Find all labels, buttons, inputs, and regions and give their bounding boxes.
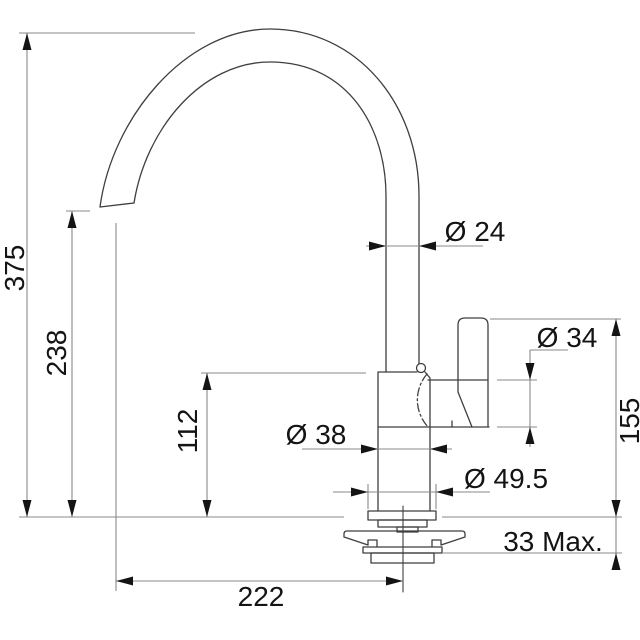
arrow-222-left bbox=[116, 576, 133, 586]
base-plate bbox=[367, 510, 437, 521]
spout-inner-curve bbox=[133, 61, 387, 373]
arrowheads bbox=[22, 33, 621, 586]
riser-joint-lug bbox=[415, 362, 427, 374]
label-handle-diameter: Ø 34 bbox=[537, 322, 598, 353]
mounting-washer bbox=[343, 530, 466, 548]
arrow-238-top bbox=[67, 211, 77, 228]
label-outlet-height: 238 bbox=[41, 330, 72, 377]
reference-lines bbox=[19, 32, 622, 591]
arrow-d49-right bbox=[436, 487, 453, 497]
base-spacer bbox=[396, 526, 419, 533]
handle-lever-line bbox=[451, 391, 473, 428]
arrow-d34-bottom bbox=[525, 427, 535, 444]
label-overall-height: 375 bbox=[0, 245, 30, 292]
label-base-diameter: Ø 49.5 bbox=[464, 463, 548, 494]
arrow-d24-right bbox=[419, 241, 436, 251]
arrow-112-top bbox=[202, 373, 212, 390]
arrow-d38-left bbox=[361, 444, 378, 454]
dimension-labels: 375 238 112 155 Ø 24 Ø 34 Ø 38 Ø 49.5 33… bbox=[0, 216, 640, 612]
label-body-diameter: Ø 38 bbox=[286, 419, 347, 450]
label-spout-reach: 222 bbox=[238, 581, 285, 612]
arrow-d24-left bbox=[369, 241, 386, 251]
arrow-375-bottom bbox=[22, 500, 32, 517]
arrow-d49-left bbox=[351, 487, 368, 497]
arrow-33max-bottom bbox=[611, 553, 621, 570]
body-outline bbox=[377, 371, 490, 512]
arrow-375-top bbox=[22, 33, 32, 50]
arrow-155-bottom bbox=[611, 500, 621, 517]
arrow-238-bottom bbox=[67, 500, 77, 517]
arrow-d38-right bbox=[430, 444, 447, 454]
spout-outlet-end bbox=[99, 202, 135, 208]
arrow-d34-top bbox=[525, 363, 535, 380]
arrow-222-right bbox=[386, 576, 403, 586]
label-spout-diameter: Ø 24 bbox=[445, 216, 506, 247]
arrow-112-bottom bbox=[202, 500, 212, 517]
label-body-height: 112 bbox=[172, 409, 203, 454]
faucet-outline bbox=[99, 28, 490, 593]
swivel-joint-centerline bbox=[416, 373, 429, 428]
dimension-lines bbox=[26, 33, 617, 582]
handle-outline bbox=[427, 317, 489, 428]
label-deck-thickness: 33 Max. bbox=[503, 526, 603, 557]
spout-outer-curve bbox=[99, 28, 420, 373]
arrow-155-top bbox=[611, 319, 621, 336]
label-handle-height: 155 bbox=[614, 398, 640, 445]
